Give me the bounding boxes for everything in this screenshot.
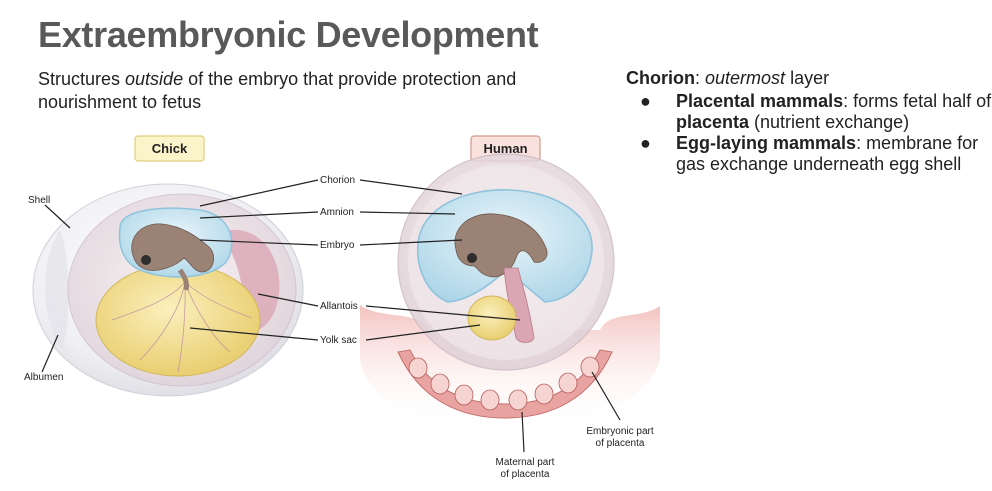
chick-allantois	[220, 229, 280, 333]
label-shell: Shell	[28, 195, 50, 206]
bullet-egg-laying-mammals: ● Egg-laying mammals: membrane for gas ex…	[626, 133, 992, 175]
chick-tag: Chick	[152, 141, 188, 156]
chorion-bullet-list: ●Placental mammals: forms fetal half of …	[626, 91, 992, 175]
leader-chick-chorion	[199, 179, 319, 207]
label-embryonic-part-line1: Embryonic part	[586, 426, 653, 437]
leader-chick-yolk	[189, 327, 319, 341]
bullet-placental-mammals: ●Placental mammals: forms fetal half of …	[626, 91, 992, 133]
label-yolk-sac: Yolk sac	[320, 335, 357, 346]
chick-vessels	[111, 281, 253, 373]
bullet-dot: ●	[640, 133, 651, 153]
leader-chick-allantois	[257, 293, 319, 307]
bullet-text: : forms fetal half of	[843, 91, 992, 111]
bullet-term: Egg-laying mammals	[676, 133, 857, 153]
chick-embryo-eye	[141, 255, 151, 265]
leader-human-yolk	[365, 324, 481, 341]
label-chorion: Chorion	[320, 175, 355, 186]
bullet-term: Placental mammals	[676, 91, 844, 111]
bullet-text-2: (nutrient exchange)	[749, 112, 910, 132]
slide-subtitle: Structures outside of the embryo that pr…	[38, 68, 598, 114]
leader-human-chorion	[359, 179, 463, 195]
human-placenta-villi	[397, 349, 613, 419]
chick-tag-box	[134, 135, 205, 162]
leader-human-embryo	[359, 239, 463, 246]
label-embryonic-part-line2: of placenta	[596, 438, 645, 449]
bullet-dot: ●	[640, 91, 651, 111]
bullet-text: : membrane for gas exchange underneath e…	[676, 133, 979, 174]
chorion-note: Chorion: outermost layer ● Placental mamm…	[626, 68, 992, 175]
slide-title: Extraembryonic Development	[38, 14, 539, 55]
subtitle-post: of the embryo that provide protection an…	[38, 69, 517, 112]
leader-chick-embryo	[199, 239, 319, 246]
chick-yolk-stalk	[177, 268, 189, 291]
human-embryo	[454, 213, 548, 278]
subtitle-emphasis: outside	[125, 69, 184, 89]
leader-human-allantois	[365, 305, 521, 321]
leader-shell	[44, 204, 71, 229]
chorion-emphasis: outermost	[705, 68, 786, 88]
label-maternal-part-line2: of placenta	[501, 469, 550, 480]
chorion-term: Chorion	[626, 68, 695, 88]
chorion-separator: :	[695, 68, 706, 88]
chick-yolk-sac	[95, 263, 261, 377]
chick-albumen-region	[45, 230, 69, 350]
chick-diagram: Chick Shell Al	[24, 135, 319, 397]
chorion-rest: layer	[785, 68, 830, 88]
label-allantois: Allantois	[320, 301, 358, 312]
human-diagram: Human	[359, 135, 660, 480]
leader-albumen	[41, 334, 59, 373]
human-tag: Human	[483, 141, 527, 156]
chorion-heading: Chorion: outermost layer	[626, 68, 992, 89]
leader-embryonic-part	[591, 371, 621, 421]
chick-embryo	[131, 223, 215, 273]
leader-maternal-part	[521, 411, 525, 453]
label-embryo: Embryo	[320, 240, 355, 251]
label-maternal-part-line1: Maternal part	[496, 457, 555, 468]
leader-chick-amnion	[199, 211, 319, 219]
subtitle-pre: Structures	[38, 69, 126, 89]
label-amnion: Amnion	[320, 207, 354, 218]
label-albumen: Albumen	[24, 372, 63, 383]
human-embryo-eye	[467, 253, 477, 263]
bullet-term-2: placenta	[676, 112, 750, 132]
leader-human-amnion	[359, 211, 456, 215]
human-allantois	[503, 267, 535, 343]
center-labels: Chorion Amnion Embryo Allantois Yolk sac	[320, 175, 358, 346]
